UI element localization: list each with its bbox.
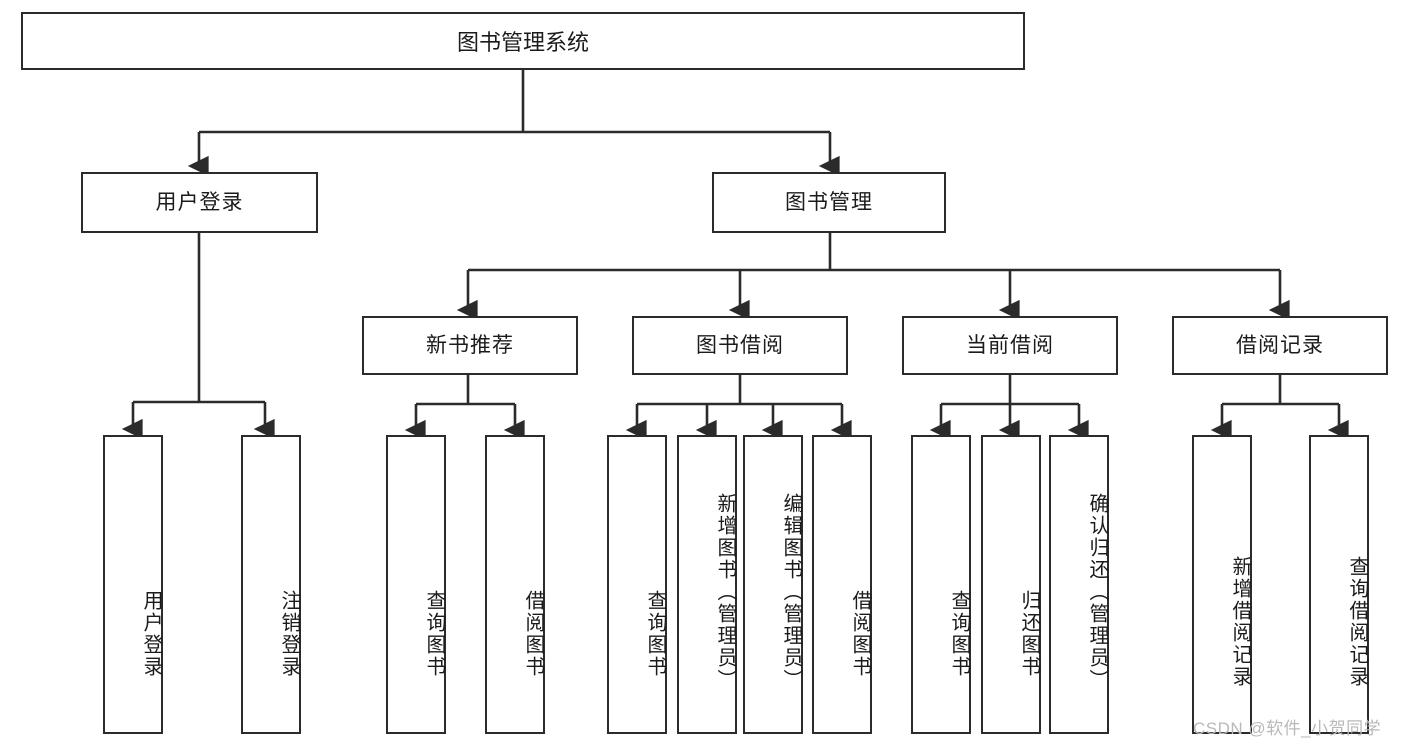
node-root-book-management-system[interactable]: 图书管理系统 [21,12,1025,70]
node-label: 用户登录 [140,589,162,678]
node-label: 查询借阅记录 [1346,555,1368,688]
node-leaf-user-login[interactable]: 用户登录 [103,435,163,734]
node-leaf-borrow-book[interactable]: 借阅图书 [812,435,872,734]
node-label: 借阅记录 [1236,333,1324,357]
node-label: 借阅图书 [522,589,544,678]
node-label: 注销登录 [278,589,300,678]
node-label: 归还图书 [1018,589,1040,678]
node-book-borrow[interactable]: 图书借阅 [632,316,848,375]
node-label: 借阅图书 [849,589,871,678]
node-user-login[interactable]: 用户登录 [81,172,318,233]
node-leaf-query-book-recommend[interactable]: 查询图书 [386,435,446,734]
node-label: 查询图书 [423,589,445,678]
node-label: 新书推荐 [426,333,514,357]
node-label: 当前借阅 [966,333,1054,357]
node-label: 用户登录 [155,190,244,214]
node-label: 确认归还（管理员） [1086,492,1108,691]
node-leaf-logout-login[interactable]: 注销登录 [241,435,301,734]
node-label: 图书管理系统 [456,30,589,55]
node-label: 查询图书 [948,589,970,678]
node-leaf-return-book[interactable]: 归还图书 [981,435,1041,734]
node-leaf-add-borrow-record[interactable]: 新增借阅记录 [1192,435,1252,734]
node-borrow-record[interactable]: 借阅记录 [1172,316,1388,375]
node-book-manage[interactable]: 图书管理 [712,172,946,233]
node-label: 查询图书 [644,589,666,678]
node-new-book-recommend[interactable]: 新书推荐 [362,316,578,375]
node-leaf-edit-book-admin[interactable]: 编辑图书（管理员） [743,435,803,734]
node-leaf-borrow-book-recommend[interactable]: 借阅图书 [485,435,545,734]
node-leaf-query-borrow-record[interactable]: 查询借阅记录 [1309,435,1369,734]
node-label: 图书管理 [785,190,873,214]
node-leaf-add-book-admin[interactable]: 新增图书（管理员） [677,435,737,734]
csdn-watermark: CSDN @软件_小贺同学 [1193,719,1382,738]
node-current-borrow[interactable]: 当前借阅 [902,316,1118,375]
node-label: 编辑图书（管理员） [780,492,802,691]
node-leaf-confirm-return-admin[interactable]: 确认归还（管理员） [1049,435,1109,734]
node-leaf-query-book-current[interactable]: 查询图书 [911,435,971,734]
node-label: 新增图书（管理员） [714,492,736,691]
node-label: 图书借阅 [696,333,784,357]
node-label: 新增借阅记录 [1229,555,1251,688]
node-leaf-query-book-borrow[interactable]: 查询图书 [607,435,667,734]
